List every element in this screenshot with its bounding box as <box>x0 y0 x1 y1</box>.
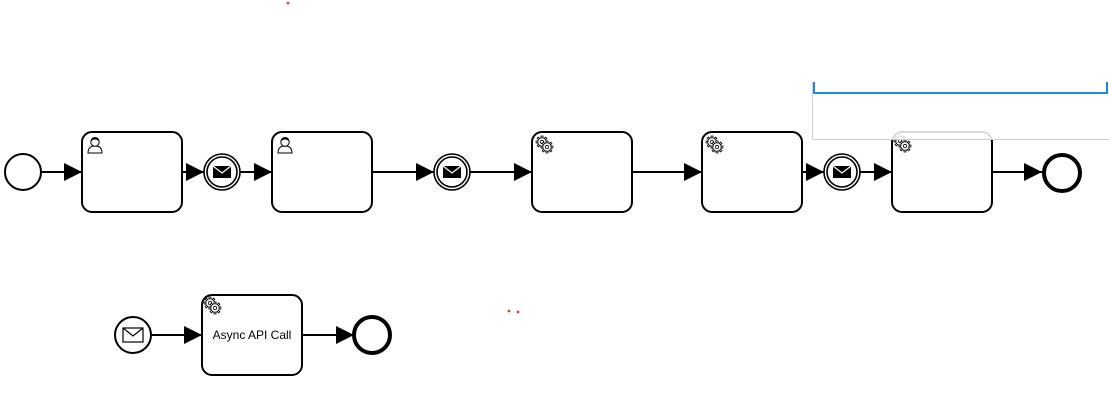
envelope-icon <box>442 165 462 178</box>
message-intermediate-event[interactable] <box>433 153 471 191</box>
envelope-icon <box>832 165 852 178</box>
envelope-icon <box>212 165 232 178</box>
user-task[interactable] <box>271 131 373 213</box>
service-task[interactable] <box>701 131 803 213</box>
task-label: Async API Call <box>213 328 292 342</box>
service-task[interactable] <box>531 131 633 213</box>
message-intermediate-event[interactable] <box>203 153 241 191</box>
marker-dot <box>516 310 520 314</box>
message-start-event[interactable] <box>114 316 152 354</box>
message-intermediate-event[interactable] <box>823 153 861 191</box>
end-event[interactable] <box>352 315 392 355</box>
start-event[interactable] <box>4 153 42 191</box>
marker-dot <box>507 309 511 313</box>
service-task-async-api-call[interactable]: Async API Call <box>201 294 303 376</box>
marker-dot <box>286 1 290 5</box>
label-editor-panel <box>812 82 1109 140</box>
label-editor-input[interactable] <box>813 82 1108 94</box>
user-task[interactable] <box>81 131 183 213</box>
envelope-icon <box>122 327 144 343</box>
service-task[interactable] <box>891 131 993 213</box>
end-event[interactable] <box>1042 153 1082 193</box>
